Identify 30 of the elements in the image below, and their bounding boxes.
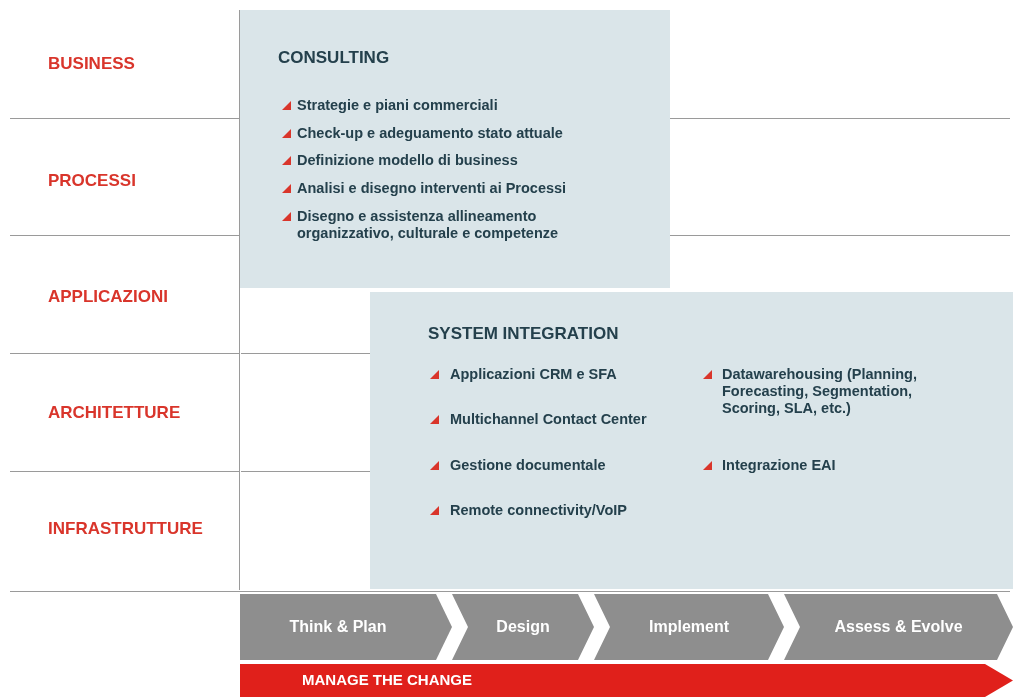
phase-step-banner <box>452 594 594 660</box>
row-label: APPLICAZIONI <box>48 287 168 307</box>
bullet-text: Definizione modello di business <box>297 152 518 169</box>
bullet-text: Strategie e piani commerciali <box>297 97 498 114</box>
bullet-text: Datawarehousing (Planning, Forecasting, Segmentation, Scoring, SLA, etc.) <box>722 366 918 417</box>
row-label: PROCESSI <box>48 171 136 191</box>
bullet-text: Applicazioni CRM e SFA <box>450 366 617 383</box>
phase-step-banner <box>594 594 784 660</box>
phase-step-label: Think & Plan <box>288 617 388 637</box>
row-label: INFRASTRUTTURE <box>48 519 203 539</box>
phase-step-banner <box>784 594 1013 660</box>
bullet-text: Integrazione EAI <box>722 457 836 474</box>
phase-band <box>240 664 1013 697</box>
phase-step-label: Assess & Evolve <box>833 617 964 637</box>
row-label: ARCHITETTURE <box>48 403 181 423</box>
content-panel <box>240 10 670 288</box>
panel-heading: CONSULTING <box>278 48 390 68</box>
bullet-text: Analisi e disegno interventi ai Processi <box>297 180 567 197</box>
panel-heading: SYSTEM INTEGRATION <box>428 324 619 344</box>
bullet-text: Multichannel Contact Center <box>450 411 647 428</box>
bullet-text: Gestione documentale <box>450 457 606 474</box>
content-panel <box>370 292 1013 589</box>
band-label: MANAGE THE CHANGE <box>302 671 472 688</box>
phase-step-label: Implement <box>648 617 730 637</box>
row-label: BUSINESS <box>48 54 135 74</box>
phase-step-banner <box>240 594 452 660</box>
phase-step-label: Design <box>495 617 551 637</box>
bullet-text: Check-up e adeguamento stato attuale <box>297 125 563 142</box>
bullet-text: Disegno e assistenza allineamento organizzativo, culturale e competenze <box>297 208 560 242</box>
bullet-text: Remote connectivity/VoIP <box>450 502 627 519</box>
